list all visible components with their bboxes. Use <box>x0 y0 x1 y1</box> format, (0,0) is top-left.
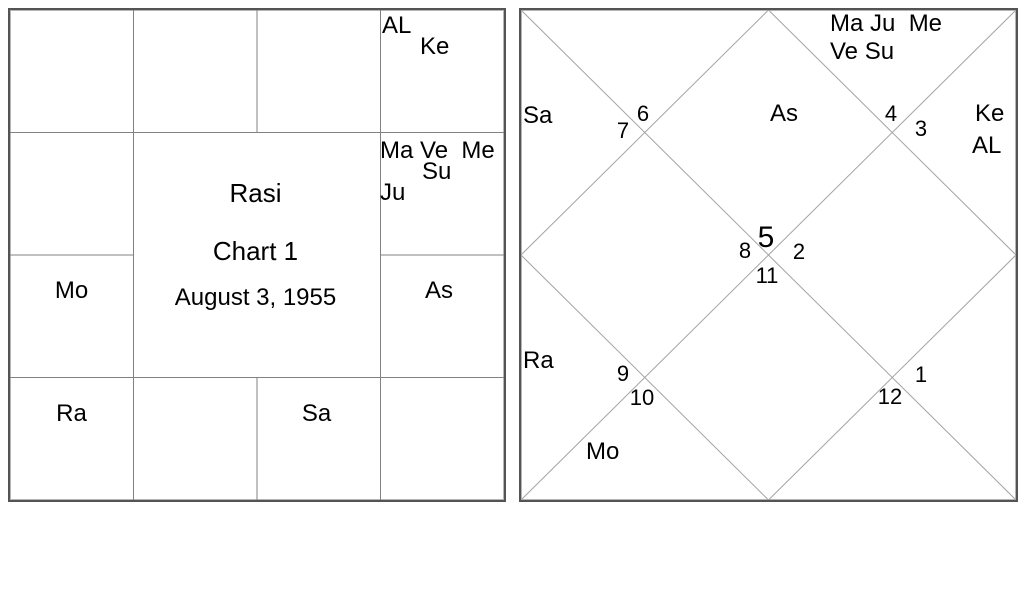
north-planet-ra: Ra <box>523 347 554 374</box>
north-ascendant-label: As <box>770 100 799 127</box>
north-house-number-11: 11 <box>755 263 779 288</box>
north-house-number-4: 4 <box>884 101 898 126</box>
north-house-number-5: 5 <box>757 221 775 254</box>
south-ascendant-label: As <box>424 277 453 304</box>
south-planet-ra: Ra <box>56 400 87 427</box>
north-indian-chart: Ma Ju Me Ve Su Sa As Ke AL Ra Mo 6 7 4 3… <box>519 8 1018 502</box>
north-house-number-12: 12 <box>877 384 903 409</box>
north-planets-ma-ju-me: Ma Ju Me <box>830 10 943 37</box>
south-planet-ju: Ju <box>380 179 406 206</box>
south-planet-mo: Mo <box>54 277 89 304</box>
north-planets-ve-su: Ve Su <box>830 38 895 65</box>
north-house-number-8: 8 <box>738 238 752 263</box>
south-planets-ma-ve-me: Ma Ve Me <box>380 137 495 164</box>
south-indian-chart: Rasi Chart 1 August 3, 1955 AL Ke Ma Ve … <box>8 8 506 502</box>
south-chart-title: Rasi <box>229 178 282 208</box>
north-house-number-3: 3 <box>914 116 928 141</box>
south-chart-subtitle: Chart 1 <box>212 236 299 266</box>
north-planet-sa: Sa <box>523 102 553 129</box>
north-chart-diagonal-lines <box>521 10 1016 500</box>
north-house-number-6: 6 <box>636 101 650 126</box>
south-chart-date: August 3, 1955 <box>174 284 337 311</box>
south-chart-grid-lines <box>10 10 504 500</box>
north-house-number-1: 1 <box>914 362 928 387</box>
south-planet-al: AL <box>382 12 412 39</box>
north-planet-mo: Mo <box>586 438 620 465</box>
south-planet-ke: Ke <box>420 33 450 60</box>
north-house-number-9: 9 <box>616 361 630 386</box>
north-house-number-2: 2 <box>792 239 806 264</box>
north-house-number-10: 10 <box>629 385 655 410</box>
south-planet-su: Su <box>422 158 452 185</box>
south-planet-sa: Sa <box>301 400 332 427</box>
north-planet-al: AL <box>972 132 1002 159</box>
north-house-number-7: 7 <box>616 118 630 143</box>
north-planet-ke: Ke <box>975 100 1005 127</box>
